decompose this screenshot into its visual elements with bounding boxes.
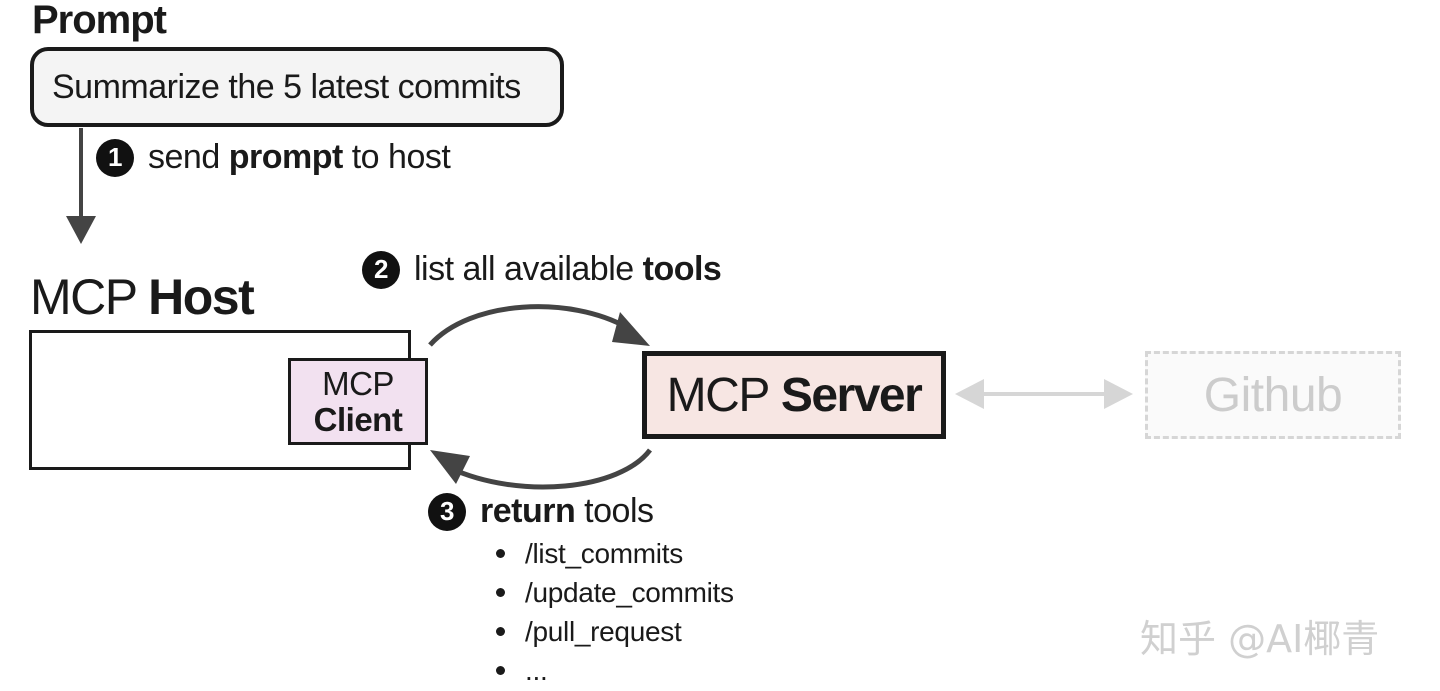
step-2-label: 2 list all available tools (362, 250, 722, 289)
step-3-text: return tools (480, 492, 654, 530)
server-github-arrowhead-right (1104, 379, 1133, 409)
watermark: 知乎 @AI椰青 (1140, 617, 1380, 661)
mcp-host-title: MCP Host (30, 269, 255, 325)
list-item: /update_commits (496, 573, 734, 612)
return-tools-arrowhead (430, 450, 470, 484)
prompt-text: Summarize the 5 latest commits (52, 67, 521, 106)
return-tools-arrow (448, 448, 652, 490)
github-label: Github (1203, 368, 1343, 422)
bullet-icon (496, 627, 505, 636)
bullet-icon (496, 666, 505, 675)
bullet-icon (496, 549, 505, 558)
step-3-number-icon: 3 (428, 492, 466, 531)
tool-list: /list_commits /update_commits /pull_requ… (496, 534, 734, 690)
step-2-number-icon: 2 (362, 250, 400, 289)
step-3-label: 3 return tools (428, 492, 654, 531)
list-tools-arrowhead (612, 312, 650, 346)
mcp-client-box: MCP Client (288, 358, 428, 445)
mcp-server-label-bold: Server (780, 368, 923, 422)
mcp-client-line2: Client (313, 400, 403, 438)
mcp-server-box: MCP Server (642, 351, 946, 439)
list-item: ... (496, 651, 734, 690)
step-1-label: 1 send prompt to host (96, 138, 451, 177)
list-tools-arrow (428, 304, 630, 347)
step-2-text: list all available tools (414, 250, 722, 288)
prompt-title: Prompt (32, 0, 167, 42)
github-box: Github (1145, 351, 1401, 439)
mcp-server-label-regular: MCP (666, 368, 771, 422)
list-item: /pull_request (496, 612, 734, 651)
mcp-client-line1: MCP (322, 364, 394, 402)
prompt-to-host-arrowhead (66, 216, 96, 244)
list-item: /list_commits (496, 534, 734, 573)
prompt-box: Summarize the 5 latest commits (30, 47, 564, 127)
step-1-text: send prompt to host (148, 138, 451, 176)
server-github-arrowhead-left (955, 379, 984, 409)
bullet-icon (496, 588, 505, 597)
step-1-number-icon: 1 (96, 138, 134, 177)
